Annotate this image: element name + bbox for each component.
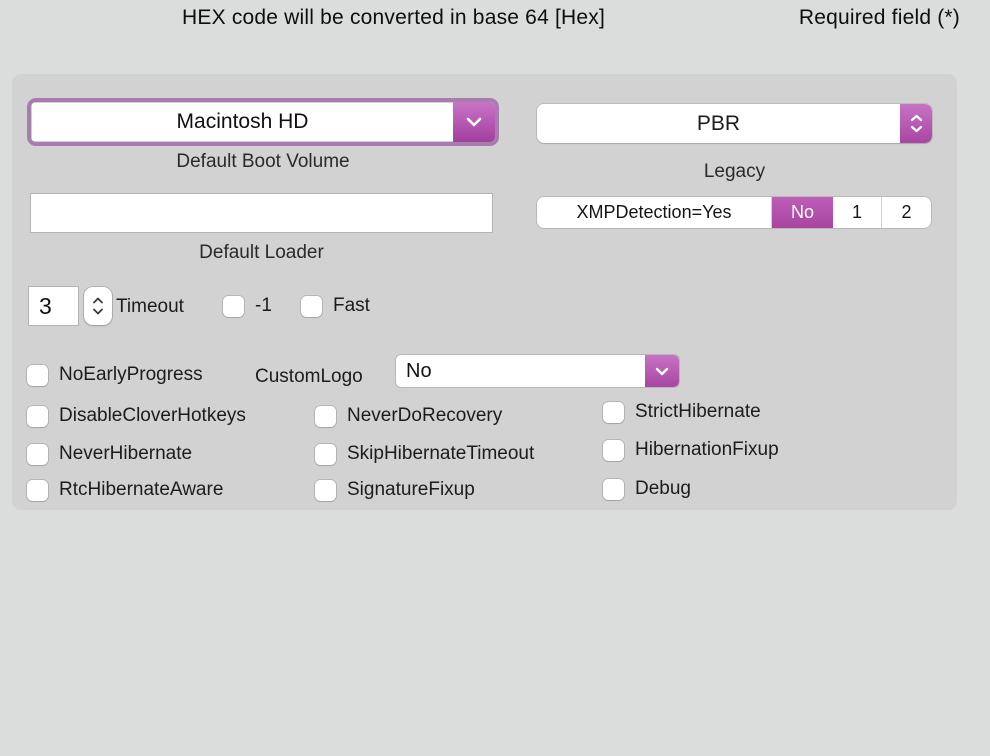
checkbox-no-early-progress[interactable]: NoEarlyProgress — [27, 364, 203, 386]
checkbox-label: RtcHibernateAware — [59, 479, 224, 500]
checkbox-label: DisableCloverHotkeys — [59, 405, 246, 426]
xmp-detection-segmented-control: XMPDetection=Yes No 1 2 — [537, 197, 931, 228]
legacy-label: Legacy — [703, 161, 766, 182]
segment-1[interactable]: 1 — [833, 197, 882, 228]
checkbox-never-hibernate[interactable]: NeverHibernate — [27, 443, 192, 465]
custom-logo-value: No — [406, 359, 432, 382]
chevron-up-icon — [910, 114, 923, 122]
checkbox-box — [27, 479, 48, 501]
checkbox-signature-fixup[interactable]: SignatureFixup — [315, 479, 475, 501]
checkbox-label: NeverHibernate — [59, 443, 193, 464]
hex-conversion-note: HEX code will be converted in base 64 [H… — [182, 6, 605, 29]
timeout-stepper[interactable] — [84, 287, 112, 325]
default-boot-volume-label: Default Boot Volume — [176, 151, 350, 172]
timeout-label: Timeout — [116, 296, 184, 317]
checkbox-label: Debug — [635, 478, 691, 499]
checkbox-box — [27, 405, 48, 427]
checkbox-label: StrictHibernate — [635, 401, 761, 422]
checkbox-rtc-hibernate-aware[interactable]: RtcHibernateAware — [27, 479, 223, 501]
segment-2[interactable]: 2 — [901, 202, 912, 222]
checkbox-never-do-recovery[interactable]: NeverDoRecovery — [315, 405, 502, 427]
checkbox-fast[interactable]: Fast — [301, 295, 370, 317]
timeout-input[interactable] — [28, 286, 79, 326]
default-boot-volume-select[interactable]: Macintosh HD — [27, 98, 499, 146]
checkbox-box — [603, 401, 624, 423]
checkbox-label: NeverDoRecovery — [347, 405, 503, 426]
checkbox-box — [315, 405, 336, 427]
custom-logo-dropdown-button[interactable] — [645, 355, 679, 387]
default-boot-volume-dropdown-button[interactable] — [453, 102, 495, 142]
checkbox-box — [603, 478, 624, 500]
checkbox-label: Fast — [333, 295, 370, 316]
custom-logo-label: CustomLogo — [255, 366, 363, 387]
default-loader-input[interactable] — [30, 193, 493, 233]
checkbox-box — [27, 443, 48, 465]
checkbox-label: -1 — [255, 295, 272, 316]
custom-logo-select[interactable]: No — [396, 355, 679, 387]
required-field-note: Required field (*) — [798, 6, 960, 29]
checkbox-box — [301, 295, 322, 317]
chevron-down-icon — [655, 367, 669, 376]
checkbox-disable-clover-hotkeys[interactable]: DisableCloverHotkeys — [27, 405, 246, 427]
default-boot-volume-value: Macintosh HD — [31, 102, 453, 142]
boot-settings-panel: Macintosh HD Default Boot Volume PBR Leg… — [12, 74, 957, 510]
checkbox-box — [603, 439, 624, 461]
checkbox-strict-hibernate[interactable]: StrictHibernate — [603, 401, 761, 423]
checkbox-box — [315, 479, 336, 501]
checkbox-label: SkipHibernateTimeout — [347, 443, 535, 464]
chevron-down-icon — [910, 125, 923, 133]
segment-no[interactable]: No — [772, 197, 833, 228]
checkbox-box — [223, 295, 244, 317]
checkbox-box — [27, 364, 48, 386]
checkbox-label: SignatureFixup — [347, 479, 475, 500]
checkbox-label: HibernationFixup — [635, 439, 779, 460]
default-loader-label: Default Loader — [199, 242, 324, 263]
checkbox-hibernation-fixup[interactable]: HibernationFixup — [603, 439, 779, 461]
checkbox-debug[interactable]: Debug — [603, 478, 691, 500]
stepper-down-icon — [92, 308, 104, 315]
checkbox-skip-hibernate-timeout[interactable]: SkipHibernateTimeout — [315, 443, 534, 465]
checkbox-box — [315, 443, 336, 465]
stepper-up-icon — [92, 297, 104, 304]
segment-xmpdetection-yes[interactable]: XMPDetection=Yes — [537, 197, 772, 228]
checkbox-label: NoEarlyProgress — [59, 364, 203, 385]
legacy-dropdown-button[interactable] — [900, 104, 932, 143]
legacy-select[interactable]: PBR — [537, 104, 932, 143]
legacy-value: PBR — [696, 111, 741, 135]
chevron-down-icon — [466, 117, 482, 127]
checkbox-neg-one[interactable]: -1 — [223, 295, 272, 317]
